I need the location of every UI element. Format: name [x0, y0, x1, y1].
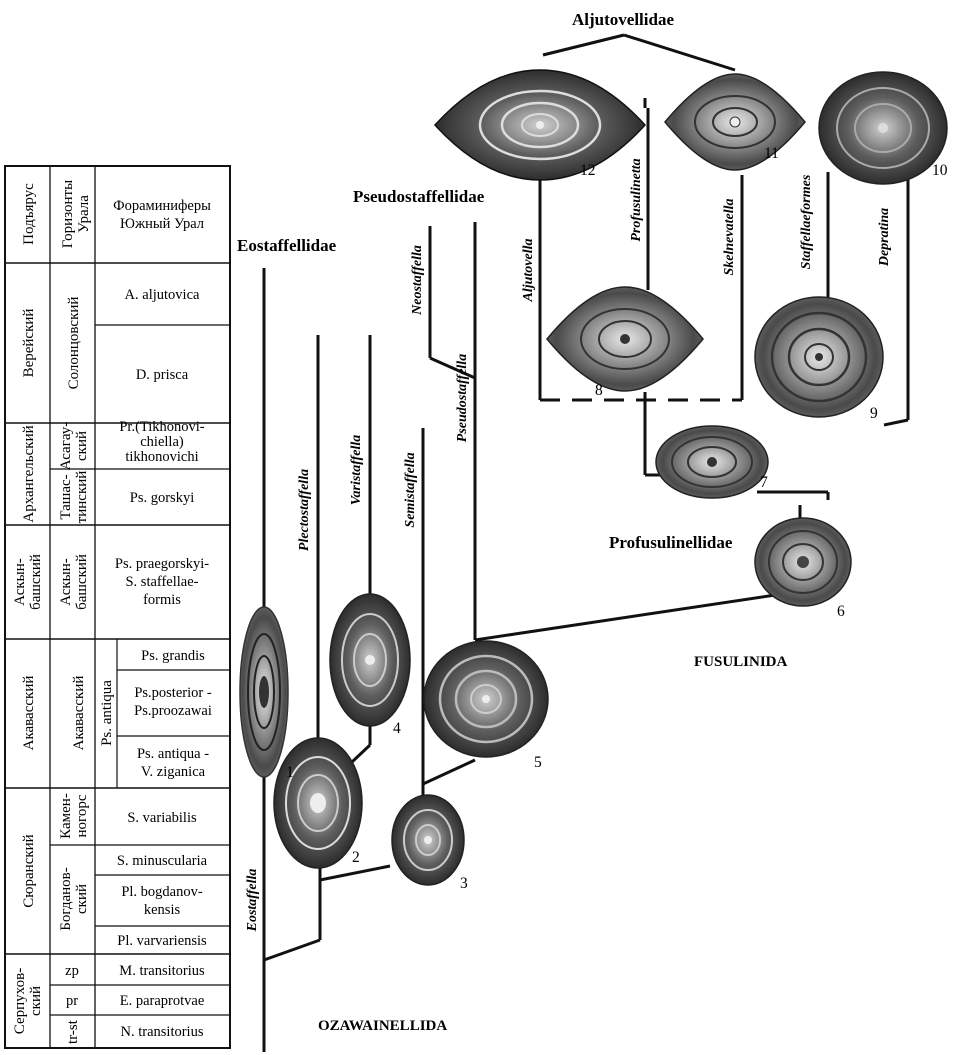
family-label-eostaffellidae: Eostaffellidae	[237, 236, 337, 255]
genus-label: Skelnevatella	[722, 199, 737, 276]
specimen-2-image	[274, 738, 362, 868]
specimen-10-image	[819, 72, 947, 184]
header-substage: Подъярус	[21, 183, 37, 245]
substage-labels: Верейский Архангельский Аскын- башский А…	[12, 309, 44, 1035]
zone-label: Ps.proozawai	[134, 703, 212, 719]
horizon-label: ский	[74, 884, 90, 914]
horizon-label: pr	[66, 993, 78, 1009]
zone-label: kensis	[144, 902, 181, 918]
zone-label: Pl. bogdanov-	[121, 884, 203, 900]
genus-label: Aljutovella	[521, 239, 536, 303]
zone-label: M. transitorius	[119, 963, 205, 979]
specimen-number: 10	[932, 162, 948, 179]
specimen-8-image	[547, 287, 703, 391]
order-label-fusulinida: FUSULINIDA	[694, 654, 788, 670]
substage-label: ский	[28, 986, 44, 1016]
specimen-6-image	[755, 518, 851, 606]
zone-label: S. staffellae-	[125, 574, 198, 590]
genus-label: Profusulinetta	[629, 158, 644, 241]
specimen-3-image	[392, 795, 464, 885]
foram-group-label: Ps. antiqua	[99, 680, 115, 746]
specimen-number: 1	[286, 764, 294, 781]
zone-label: formis	[143, 592, 181, 608]
substage-label: Верейский	[21, 309, 37, 378]
zone-label: V. ziganica	[141, 764, 206, 780]
specimen-12-image	[435, 70, 645, 180]
zone-label: D. prisca	[136, 367, 189, 383]
header-horizons-line1: Горизонты	[60, 180, 76, 248]
horizon-label: башский	[74, 554, 90, 610]
zone-label: S. minuscularia	[117, 853, 208, 869]
zone-label: Ps. gorskyi	[130, 490, 194, 506]
specimen-number: 8	[595, 382, 603, 399]
horizon-label: ский	[74, 431, 90, 461]
substage-label: башский	[28, 554, 44, 610]
specimen-1-image	[240, 607, 288, 777]
zone-label: Pl. varvariensis	[117, 933, 207, 949]
header-forams-line2: Южный Урал	[120, 216, 204, 232]
specimen-9-image	[755, 297, 883, 417]
zone-label: chiella)	[140, 434, 184, 450]
horizon-label: Акавасский	[71, 676, 87, 751]
horizon-label: Камен-	[58, 793, 74, 839]
specimens	[240, 70, 947, 885]
zone-label: Ps. praegorskyi-	[115, 556, 209, 572]
genus-label: Staffellaeformes	[799, 174, 814, 269]
substage-label: Аскын-	[12, 558, 28, 606]
horizon-labels: Солонцовский Асагау- ский Ташас- тинский…	[58, 297, 90, 1044]
genus-label: Eostaffella	[245, 869, 260, 933]
header-horizons-line2: Урала	[76, 195, 92, 233]
horizon-label: Аскын-	[58, 558, 74, 606]
substage-label: Серпухов-	[12, 968, 28, 1034]
specimen-number: 4	[393, 720, 401, 737]
specimen-number: 11	[764, 145, 779, 162]
zone-label: N. transitorius	[121, 1024, 204, 1040]
specimen-number: 6	[837, 603, 845, 620]
zone-label: tikhonovichi	[125, 449, 198, 465]
genus-label: Depratina	[877, 208, 892, 267]
specimen-number: 7	[760, 474, 768, 491]
zone-labels: A. aljutovica D. prisca Pr.(Tikhonovi- c…	[115, 287, 212, 1040]
specimen-number: 5	[534, 754, 542, 771]
family-label-profusulinellidae: Profusulinellidae	[609, 533, 733, 552]
zone-label: Pr.(Tikhonovi-	[119, 419, 204, 435]
specimen-4-image	[330, 594, 410, 726]
zone-label: S. variabilis	[127, 810, 197, 826]
zone-label: A. aljutovica	[125, 287, 200, 303]
horizon-label: zp	[65, 963, 79, 979]
zone-label: Ps. antiqua -	[137, 746, 209, 762]
family-label-aljutovellidae: Aljutovellidae	[572, 10, 674, 29]
specimen-numbers: 1 2 3 4 5 6 7 8 9 10 11 12	[286, 145, 948, 892]
genus-label: Pseudostaffella	[455, 354, 470, 442]
horizon-label: Ташас-	[58, 474, 74, 519]
specimen-number: 2	[352, 849, 360, 866]
specimen-11-image	[665, 74, 805, 170]
horizon-label: ногорс	[74, 794, 90, 837]
substage-label: Архангельский	[21, 425, 37, 522]
genus-label: Varistaffella	[349, 435, 364, 506]
genus-label: Plectostaffella	[297, 469, 312, 551]
zone-label: E. paraprotvae	[120, 993, 205, 1009]
specimen-number: 12	[580, 162, 596, 179]
specimen-7-image	[656, 426, 768, 498]
specimen-5-image	[424, 641, 548, 757]
zone-label: Ps.posterior -	[134, 685, 212, 701]
horizon-label: Асагау-	[58, 422, 74, 471]
substage-label: Сюранский	[21, 834, 37, 907]
horizon-label: тинский	[74, 471, 90, 524]
family-label-pseudostaffellidae: Pseudostaffellidae	[353, 187, 485, 206]
genus-label: Neostaffella	[410, 245, 425, 316]
specimen-number: 3	[460, 875, 468, 892]
zone-label: Ps. grandis	[141, 648, 205, 664]
substage-label: Акавасский	[21, 676, 37, 751]
order-label-ozawainellida: OZAWAINELLIDA	[318, 1018, 447, 1034]
horizon-label: Богданов-	[58, 867, 74, 930]
horizon-label: Солонцовский	[66, 297, 82, 390]
header-forams-line1: Фораминиферы	[113, 198, 211, 214]
horizon-label: tr-st	[65, 1019, 81, 1044]
specimen-number: 9	[870, 405, 878, 422]
header-horizons-group: Горизонты Урала	[60, 180, 92, 248]
genus-label: Semistaffella	[403, 452, 418, 527]
